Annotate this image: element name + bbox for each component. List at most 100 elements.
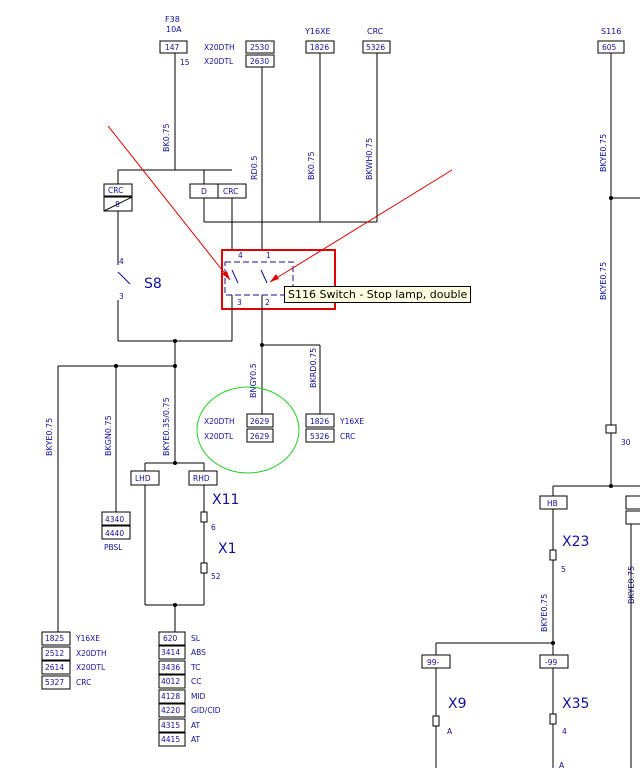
x1-connector-icon — [200, 562, 208, 574]
conn-5326-mid[interactable] — [305, 428, 335, 443]
pbsl-label: PBSL — [104, 543, 123, 552]
bl-code-2: 2512 — [45, 649, 64, 658]
x11-label: X11 — [212, 492, 239, 508]
conn-4012[interactable] — [158, 674, 186, 689]
bm-code-8: 4415 — [161, 735, 180, 744]
x11-connector-icon — [200, 511, 208, 523]
conn-4315[interactable] — [158, 718, 186, 733]
bm-code-7: 4315 — [161, 721, 180, 730]
s8-crc-pin: 8 — [115, 200, 120, 209]
s116-right-label: S116 — [601, 27, 621, 36]
crc-label: CRC — [223, 187, 238, 196]
hb-label: HB — [547, 499, 558, 508]
x9-label: X9 — [448, 696, 467, 712]
conn-5327[interactable] — [41, 675, 71, 690]
conn-1826-mid[interactable] — [305, 413, 335, 428]
conn-2530-code: 2530 — [250, 43, 269, 52]
bm-code-2: 3414 — [161, 648, 180, 657]
conn-3436[interactable] — [158, 660, 186, 675]
bl-code-1: 1825 — [45, 634, 64, 643]
conn-4340[interactable] — [101, 511, 131, 526]
wire-bkye075-right-2: BKYE0.75 — [599, 262, 608, 300]
conn-1826-top-code: 1826 — [310, 43, 329, 52]
s116-pin-1: 1 — [266, 251, 271, 260]
s116-pin-4: 4 — [238, 251, 243, 260]
fuse-name: F38 — [165, 15, 180, 24]
conn-4440[interactable] — [101, 525, 131, 540]
conn-2629-b-code: 2629 — [250, 432, 269, 441]
wire-rd05: RD0.5 — [250, 156, 259, 180]
conn-1825[interactable] — [41, 631, 71, 646]
bm-code-1: 620 — [163, 634, 178, 643]
top-left-label-2: X20DTL — [204, 57, 234, 66]
conn-2530[interactable] — [245, 40, 275, 54]
s8-crc-label: CRC — [108, 186, 123, 195]
x35-box[interactable] — [539, 654, 569, 669]
bm-label-7: AT — [191, 721, 201, 730]
conn-4128[interactable] — [158, 689, 186, 704]
wire-bkye075-left: BKYE0.75 — [45, 418, 54, 456]
fuse-box-code: 147 — [165, 43, 180, 52]
bm-code-3: 3436 — [161, 663, 180, 672]
conn-3414[interactable] — [158, 645, 186, 660]
conn-2630[interactable] — [245, 54, 275, 68]
conn-2512[interactable] — [41, 646, 71, 661]
crc-box[interactable] — [217, 183, 247, 199]
fuse-box[interactable] — [159, 40, 188, 54]
x35-pin-b: A — [559, 761, 565, 768]
x23-pin: 5 — [561, 565, 566, 574]
s116-pin-3: 3 — [237, 298, 242, 307]
wire-bkye035: BKYE0.35/0.75 — [162, 397, 171, 456]
fuse-rating: 10A — [166, 25, 182, 34]
s116-pin-2: 2 — [265, 298, 270, 307]
conn-4415[interactable] — [158, 732, 186, 747]
wire-bngy05: BNGY0.5 — [249, 363, 258, 398]
conn-605-code: 605 — [602, 43, 617, 52]
x23-label: X23 — [562, 534, 589, 550]
bm-code-5: 4128 — [161, 692, 180, 701]
conn-4220[interactable] — [158, 703, 186, 718]
wire-bkye075-mid: BKYE0.75 — [540, 594, 549, 632]
bm-label-6: GID/CID — [191, 706, 221, 715]
bl-label-3: X20DTL — [76, 663, 106, 672]
s116-switch[interactable] — [224, 261, 294, 296]
bm-label-3: TC — [190, 663, 200, 672]
right-edge-box-2[interactable] — [625, 510, 640, 525]
conn-2630-code: 2630 — [250, 57, 269, 66]
x35-connector-icon — [549, 713, 557, 725]
conn-4340-code: 4340 — [105, 515, 124, 524]
mid-y16xe-label: Y16XE — [339, 417, 364, 426]
x35-box-label: -99 — [545, 658, 557, 667]
wire-bkrd075: BKRD0.75 — [309, 348, 318, 388]
bl-code-3: 2614 — [45, 663, 64, 672]
s8-pin-top: 4 — [119, 257, 124, 266]
conn-2629-a[interactable] — [246, 413, 274, 428]
x9-connector-icon — [432, 715, 440, 727]
s116-highlight[interactable] — [221, 249, 336, 310]
bl-code-4: 5327 — [45, 678, 64, 687]
bl-label-1: Y16XE — [75, 634, 100, 643]
conn-2614[interactable] — [41, 660, 71, 675]
rhd-box[interactable] — [188, 470, 218, 486]
x1-pin: 52 — [211, 572, 221, 581]
wire-bk075-b: BK0.75 — [307, 151, 316, 180]
right-edge-box-1[interactable] — [625, 495, 640, 510]
bm-label-2: ABS — [191, 648, 206, 657]
bm-label-5: MID — [191, 692, 206, 701]
conn-620[interactable] — [158, 631, 186, 646]
s8-pin-bottom: 3 — [119, 292, 124, 301]
x11-pin: 6 — [211, 523, 216, 532]
bl-label-4: CRC — [76, 678, 91, 687]
mid-conn-label-2: X20DTL — [204, 432, 234, 441]
bottom-left-block: 1825 2512 2614 5327 Y16XE X20DTH X20DTL … — [41, 631, 107, 690]
wire-bkgn075: BKGN0.75 — [104, 415, 113, 456]
lhd-label: LHD — [135, 474, 151, 483]
conn-2629-b[interactable] — [246, 428, 274, 443]
connector-30-pin: 30 — [621, 438, 631, 447]
s8-crc-box[interactable] — [103, 183, 133, 197]
top-left-label-1: X20DTH — [204, 43, 235, 52]
conn-4440-code: 4440 — [105, 529, 124, 538]
conn-2629-a-code: 2629 — [250, 417, 269, 426]
s116-tooltip: S116 Switch - Stop lamp, double — [284, 286, 472, 303]
green-highlight — [196, 386, 300, 474]
